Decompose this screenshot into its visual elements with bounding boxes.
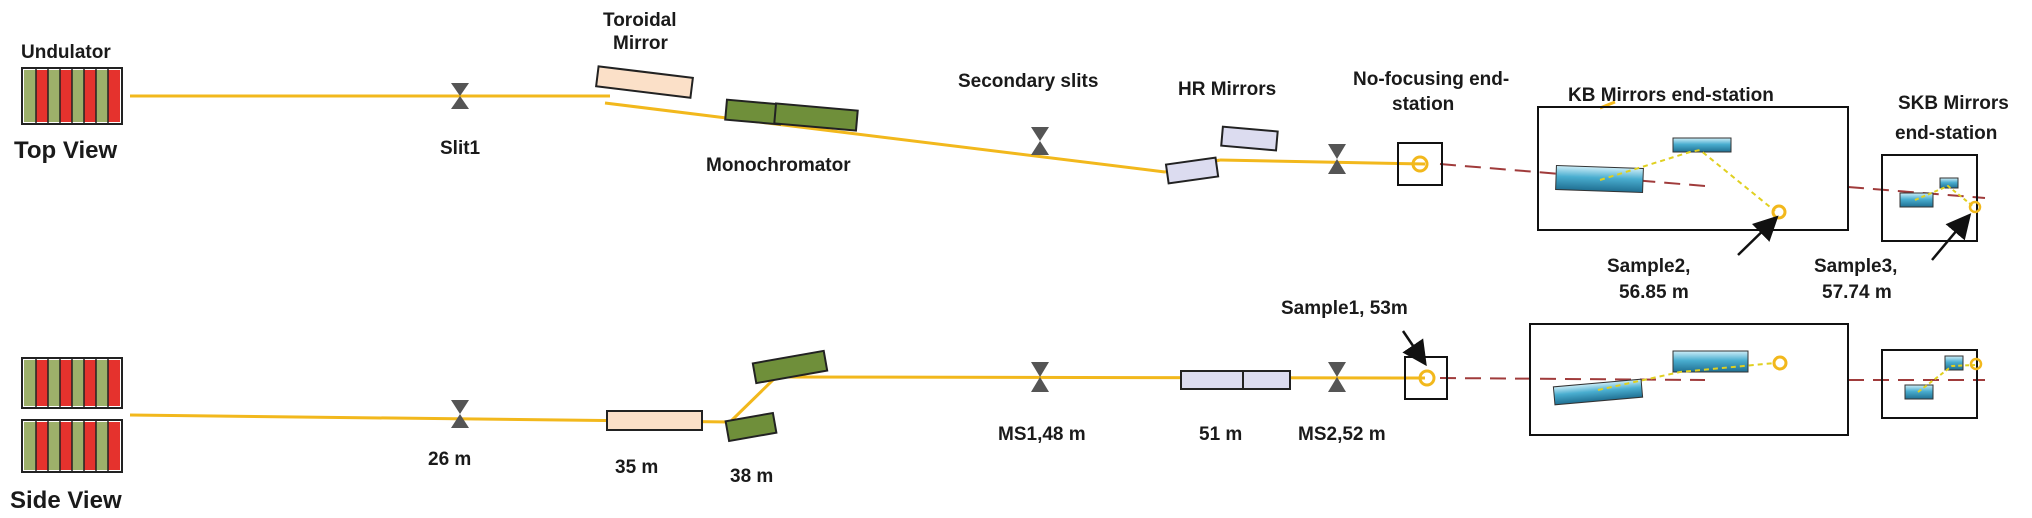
sample3-marker-top — [1968, 200, 1982, 214]
monochromator-crystal-1-top — [724, 98, 783, 126]
hr-mirror-2-side — [1242, 370, 1291, 390]
beam-side — [129, 375, 1985, 424]
kb-mirror-2-side — [1672, 350, 1749, 373]
toroidal-mirror-side — [606, 410, 703, 431]
monochromator-crystal-2-side — [751, 349, 829, 385]
secondary-slits-label: Secondary slits — [958, 71, 1098, 92]
hr-mirror-2-top — [1220, 125, 1279, 152]
skb-label-line2: end-station — [1895, 123, 1997, 144]
no-focusing-label-line1: No-focusing end- — [1353, 69, 1509, 90]
sample2-arrow — [1737, 215, 1779, 256]
toroidal-label-line2: Mirror — [613, 33, 669, 54]
distance-38m: 38 m — [730, 466, 773, 487]
side-view: 26 m 35 m 38 m MS1,48 m 51 m MS2,52 m — [10, 323, 1985, 514]
skb-focused-beam-top — [1914, 184, 1975, 208]
no-focusing-label-line2: station — [1392, 94, 1454, 115]
sample1-marker-side — [1418, 369, 1436, 387]
hr-mirror-1-top — [1164, 156, 1220, 185]
monochromator-crystal-2-top — [773, 102, 859, 132]
slit-ms2-side — [1328, 362, 1346, 392]
toroidal-label-line1: Toroidal — [603, 10, 677, 31]
sample2-label-line1: Sample2, — [1607, 256, 1690, 277]
top-view-label: Top View — [14, 137, 117, 164]
slit-26m-side — [451, 400, 469, 428]
kb-focused-beam-top — [1599, 148, 1776, 212]
distance-ms2: MS2,52 m — [1298, 424, 1386, 445]
undulator-side-lower — [21, 419, 123, 473]
skb-focused-beam-side — [1917, 364, 1976, 393]
toroidal-mirror-top — [595, 65, 694, 99]
monochromator-crystal-1-side — [724, 411, 778, 443]
sample3-label-line1: Sample3, — [1814, 256, 1897, 277]
distance-35m: 35 m — [615, 457, 658, 478]
kb-endstation-side — [1529, 323, 1849, 436]
skb-endstation-side — [1881, 349, 1978, 419]
sample1-marker-top — [1411, 155, 1429, 173]
no-focusing-endstation-side — [1404, 356, 1448, 400]
sample1-label: Sample1, 53m — [1281, 298, 1408, 319]
no-focusing-endstation-top — [1397, 142, 1443, 186]
sample2-marker-top — [1771, 204, 1787, 220]
distance-ms1: MS1,48 m — [998, 424, 1086, 445]
top-view: Slit1 Toroidal Mirror Monochromator Seco… — [14, 10, 2009, 367]
undulator-label: Undulator — [21, 42, 111, 63]
distance-51m: 51 m — [1199, 424, 1242, 445]
skb-endstation-top — [1881, 154, 1978, 242]
kb-mirror-2-top — [1672, 137, 1732, 153]
sample3-label-line2: 57.74 m — [1822, 282, 1892, 303]
skb-mirror-2-side — [1944, 355, 1964, 371]
hr-mirror-1-side — [1180, 370, 1244, 390]
monochromator-label: Monochromator — [706, 155, 851, 176]
distance-26m: 26 m — [428, 449, 471, 470]
secondary-slits-top — [1031, 127, 1049, 155]
hr-mirrors-label: HR Mirrors — [1178, 79, 1276, 100]
kb-endstation-top — [1537, 106, 1849, 231]
sample2-label-line2: 56.85 m — [1619, 282, 1689, 303]
sample2-marker-side — [1772, 355, 1788, 371]
sample3-marker-side — [1969, 357, 1983, 371]
skb-label-line1: SKB Mirrors — [1898, 93, 2009, 114]
side-view-label: Side View — [10, 487, 122, 514]
kb-mirror-1-top — [1555, 164, 1644, 194]
slit1-label: Slit1 — [440, 138, 481, 159]
slit1-top — [451, 83, 469, 109]
undulator-top — [21, 67, 123, 125]
sample3-arrow — [1931, 213, 1972, 261]
slit-ms2-top — [1328, 144, 1346, 174]
kb-focused-beam-side — [1597, 362, 1776, 391]
slit-ms1-side — [1031, 362, 1049, 392]
undulator-side-upper — [21, 357, 123, 409]
kb-mirrors-label: KB Mirrors end-station — [1568, 85, 1774, 106]
